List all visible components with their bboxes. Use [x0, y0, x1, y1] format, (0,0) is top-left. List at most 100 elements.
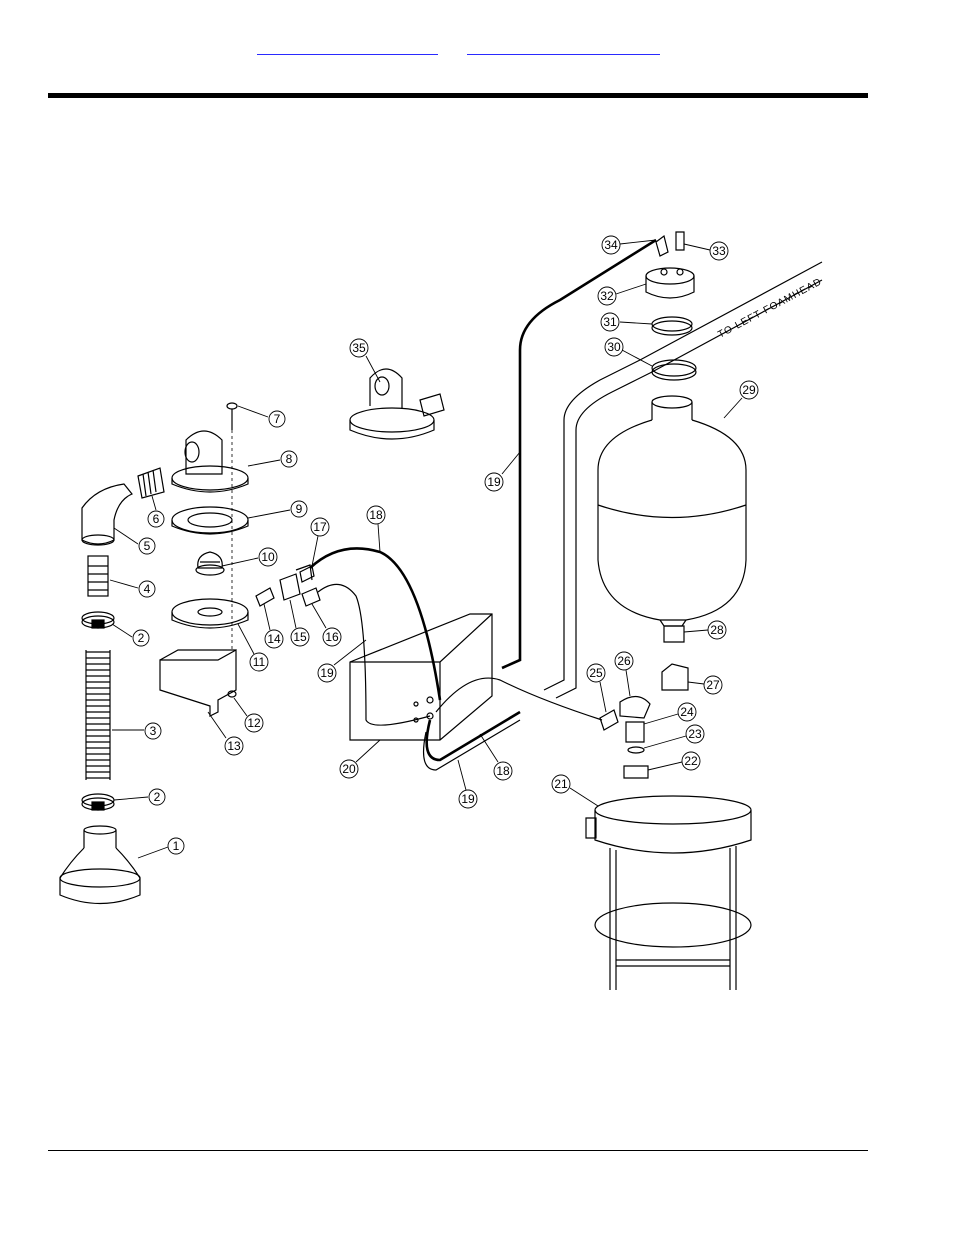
hose-clamp-upper [82, 612, 114, 628]
svg-text:11: 11 [253, 655, 266, 669]
callout-31: 31 [601, 313, 652, 331]
callout-2b: 2 [114, 789, 165, 805]
svg-text:6: 6 [153, 512, 160, 526]
callout-10: 10 [222, 548, 277, 566]
svg-text:23: 23 [688, 727, 702, 741]
diaphragm [196, 552, 224, 575]
mounting-bracket [160, 650, 236, 716]
callout-14: 14 [264, 604, 283, 648]
svg-text:2: 2 [138, 631, 145, 645]
svg-text:18: 18 [496, 764, 510, 778]
svg-text:25: 25 [589, 666, 603, 680]
callout-5: 5 [114, 528, 155, 554]
svg-text:30: 30 [607, 340, 621, 354]
callout-8: 8 [248, 451, 297, 467]
callout-27: 27 [688, 676, 722, 694]
svg-text:29: 29 [742, 383, 756, 397]
svg-text:8: 8 [286, 452, 293, 466]
svg-text:5: 5 [144, 539, 151, 553]
svg-text:4: 4 [144, 582, 151, 596]
hose-clamp-lower [82, 794, 114, 810]
svg-text:32: 32 [600, 289, 614, 303]
return-hose-to-foamhead [544, 262, 822, 698]
svg-text:21: 21 [554, 777, 568, 791]
svg-text:10: 10 [261, 550, 275, 564]
svg-text:31: 31 [603, 315, 617, 329]
svg-text:14: 14 [267, 632, 281, 646]
svg-text:19: 19 [461, 792, 475, 806]
callout-30: 30 [605, 338, 652, 366]
svg-text:24: 24 [680, 705, 694, 719]
callout-35: 35 [350, 339, 380, 382]
callout-29: 29 [724, 381, 758, 418]
callout-19: 19 [485, 452, 520, 491]
callout-32: 32 [598, 284, 646, 305]
callout-18b: 18 [480, 734, 512, 780]
svg-text:19: 19 [320, 666, 334, 680]
svg-text:2: 2 [154, 790, 161, 804]
callout-6: 6 [148, 496, 164, 527]
callout-21: 21 [552, 775, 598, 806]
callout-2: 2 [112, 624, 149, 646]
funnel [60, 826, 140, 904]
callout-19c: 19 [458, 760, 477, 808]
callout-1: 1 [138, 838, 184, 858]
svg-text:35: 35 [352, 341, 366, 355]
svg-text:17: 17 [313, 520, 327, 534]
svg-text:18: 18 [369, 508, 383, 522]
callout-4: 4 [110, 580, 155, 597]
assembled-pump-head [350, 369, 444, 439]
svg-text:7: 7 [274, 412, 281, 426]
svg-text:20: 20 [342, 762, 356, 776]
svg-text:19: 19 [487, 475, 501, 489]
sealing-rings [652, 317, 696, 380]
gasket [172, 507, 248, 534]
callout-11: 11 [238, 624, 268, 671]
svg-text:33: 33 [712, 244, 726, 258]
svg-text:27: 27 [706, 678, 720, 692]
callout-3: 3 [112, 723, 161, 739]
callout-19b: 19 [318, 640, 366, 682]
control-box [350, 614, 492, 740]
pvc-elbow [82, 484, 132, 545]
callout-24: 24 [644, 703, 696, 724]
corrugated-hose [86, 650, 110, 780]
svg-text:15: 15 [293, 630, 307, 644]
tank-cap [646, 268, 694, 298]
callout-25: 25 [587, 664, 606, 712]
svg-text:28: 28 [710, 623, 724, 637]
callout-26: 26 [615, 652, 633, 696]
svg-text:22: 22 [684, 754, 698, 768]
svg-text:12: 12 [247, 716, 261, 730]
callout-33: 33 [684, 242, 728, 260]
hose-annotation: TO LEFT FOAMHEAD [716, 276, 824, 340]
tank-stand [586, 796, 751, 990]
callout-9: 9 [248, 501, 307, 518]
svg-text:13: 13 [227, 739, 241, 753]
pump-head-casting [172, 431, 248, 492]
svg-text:34: 34 [604, 238, 618, 252]
callout-22: 22 [648, 752, 700, 770]
screw [227, 403, 237, 650]
callout-18: 18 [367, 506, 385, 552]
svg-text:26: 26 [617, 654, 631, 668]
lower-flange [172, 599, 248, 628]
callout-15: 15 [290, 600, 309, 646]
foam-tank [598, 396, 746, 626]
cap-fittings [656, 232, 684, 256]
svg-text:16: 16 [325, 630, 339, 644]
callout-28: 28 [684, 621, 726, 639]
svg-text:9: 9 [296, 502, 303, 516]
pipe-fittings [256, 565, 320, 606]
callout-7: 7 [238, 406, 285, 427]
tank-outlet-fittings [600, 626, 688, 778]
svg-text:1: 1 [173, 839, 180, 853]
callout-16: 16 [312, 604, 341, 646]
callout-23: 23 [644, 725, 704, 748]
callout-20: 20 [340, 740, 380, 778]
threaded-nipple [138, 468, 164, 498]
svg-text:3: 3 [150, 724, 157, 738]
callout-12: 12 [234, 698, 263, 732]
hose-barb-fitting [88, 556, 108, 596]
